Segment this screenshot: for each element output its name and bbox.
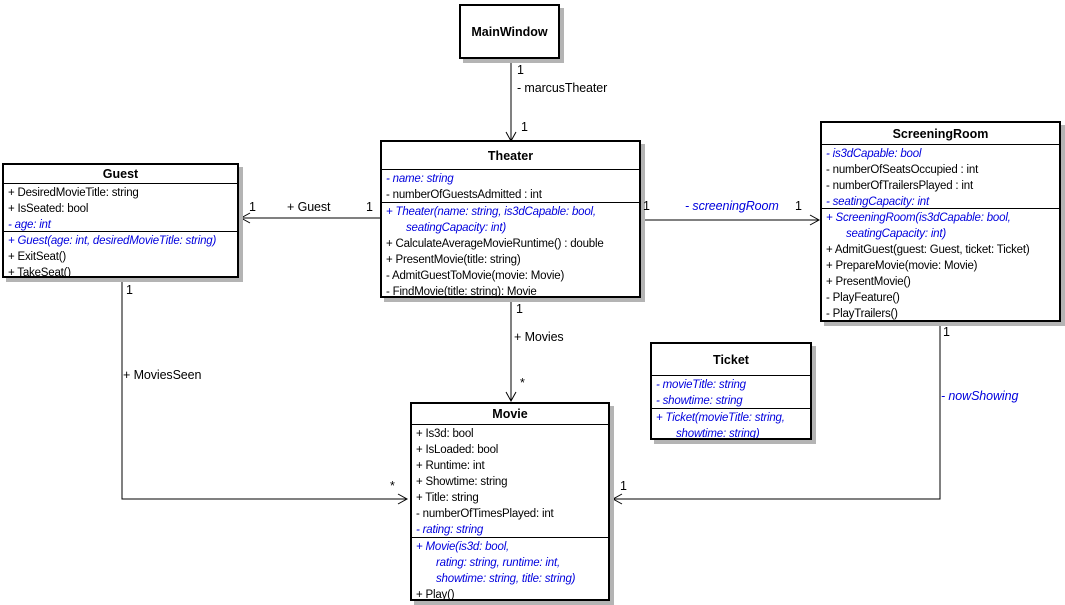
- association-role-label: + MoviesSeen: [123, 368, 202, 382]
- class-title: Movie: [492, 407, 528, 421]
- attributes-compartment: + DesiredMovieTitle: string + IsSeated: b…: [4, 183, 237, 231]
- class-member: seatingCapacity: int): [406, 222, 506, 234]
- class-title: ScreeningRoom: [892, 126, 989, 141]
- class-member: showtime: string, title: string): [436, 573, 576, 585]
- class-member: - name: string: [386, 173, 454, 185]
- multiplicity-label: 1: [943, 325, 950, 339]
- class-member: + Ticket(movieTitle: string,: [656, 412, 785, 424]
- class-member: + Runtime: int: [416, 460, 485, 472]
- class-box-guest[interactable]: Guest + DesiredMovieTitle: string + IsSea…: [2, 163, 239, 278]
- multiplicity-label: 1: [620, 479, 627, 493]
- class-member: - showtime: string: [656, 395, 743, 407]
- class-member: + CalculateAverageMovieRuntime() : doubl…: [386, 238, 604, 250]
- multiplicity-label: 1: [249, 200, 256, 214]
- association-theater-screeningroom[interactable]: [641, 214, 821, 226]
- attributes-compartment: - name: string - numberOfGuestsAdmitted :…: [382, 169, 639, 202]
- class-title: Guest: [102, 167, 139, 181]
- association-role-label: + Movies: [514, 330, 564, 344]
- class-member: - numberOfTimesPlayed: int: [416, 508, 554, 520]
- multiplicity-label: 1: [516, 302, 523, 316]
- multiplicity-label: *: [390, 479, 395, 493]
- class-box-movie[interactable]: Movie + Is3d: bool + IsLoaded: bool + Runt…: [410, 402, 610, 601]
- class-member: showtime: string): [676, 428, 760, 440]
- class-member: - is3dCapable: bool: [826, 148, 922, 160]
- association-role-label: - marcusTheater: [517, 81, 608, 95]
- class-member: - AdmitGuestToMovie(movie: Movie): [386, 270, 565, 282]
- association-role-label: + Guest: [287, 200, 331, 214]
- class-member: + Movie(is3d: bool,: [416, 541, 510, 553]
- attributes-compartment: - movieTitle: string - showtime: string: [652, 375, 810, 408]
- class-member: + TakeSeat(): [8, 267, 71, 278]
- class-member: - movieTitle: string: [656, 379, 746, 391]
- multiplicity-label: 1: [521, 120, 528, 134]
- class-member: + ScreeningRoom(is3dCapable: bool,: [826, 212, 1011, 224]
- class-member: rating: string, runtime: int,: [436, 557, 560, 569]
- association-theater-movie[interactable]: [505, 298, 517, 403]
- class-member: seatingCapacity: int): [846, 228, 946, 240]
- multiplicity-label: 1: [643, 199, 650, 213]
- class-member: - FindMovie(title: string): Movie: [386, 286, 537, 298]
- class-box-ticket[interactable]: Ticket - movieTitle: string - showtime: s…: [650, 342, 812, 440]
- class-member: - PlayFeature(): [826, 292, 900, 304]
- methods-compartment: + Guest(age: int, desiredMovieTitle: str…: [4, 231, 237, 278]
- multiplicity-label: 1: [126, 283, 133, 297]
- methods-compartment: + Ticket(movieTitle: string, showtime: st…: [652, 408, 810, 440]
- class-member: - age: int: [8, 219, 51, 231]
- association-theater-guest[interactable]: [239, 212, 380, 224]
- class-member: + AdmitGuest(guest: Guest, ticket: Ticke…: [826, 244, 1030, 256]
- class-box-mainwindow[interactable]: MainWindow: [459, 4, 560, 59]
- association-guest-movie[interactable]: [121, 278, 409, 505]
- class-title: Theater: [487, 148, 534, 163]
- class-member: + PrepareMovie(movie: Movie): [826, 260, 978, 272]
- class-member: + Showtime: string: [416, 476, 508, 488]
- class-member: - numberOfSeatsOccupied : int: [826, 164, 979, 176]
- attributes-compartment: - is3dCapable: bool - numberOfSeatsOccupi…: [822, 144, 1059, 208]
- class-member: + DesiredMovieTitle: string: [8, 187, 139, 199]
- class-member: + Title: string: [416, 492, 479, 504]
- class-member: - numberOfGuestsAdmitted : int: [386, 189, 542, 201]
- association-role-label: - nowShowing: [941, 389, 1019, 403]
- class-member: - numberOfTrailersPlayed : int: [826, 180, 973, 192]
- multiplicity-label: 1: [517, 63, 524, 77]
- methods-compartment: + Theater(name: string, is3dCapable: boo…: [382, 202, 639, 298]
- class-member: + Guest(age: int, desiredMovieTitle: str…: [8, 235, 217, 247]
- class-title: Ticket: [713, 352, 749, 367]
- multiplicity-label: 1: [366, 200, 373, 214]
- class-box-screeningroom[interactable]: ScreeningRoom - is3dCapable: bool - numbe…: [820, 121, 1061, 322]
- methods-compartment: + ScreeningRoom(is3dCapable: bool, seatin…: [822, 208, 1059, 320]
- association-mainwindow-theater[interactable]: [505, 59, 517, 143]
- class-member: + IsSeated: bool: [8, 203, 89, 215]
- class-member: + IsLoaded: bool: [416, 444, 499, 456]
- class-box-theater[interactable]: Theater - name: string - numberOfGuestsAd…: [380, 140, 641, 298]
- association-screeningroom-movie[interactable]: [611, 322, 941, 505]
- methods-compartment: + Movie(is3d: bool, rating: string, runti…: [412, 537, 608, 601]
- class-member: - PlayTrailers(): [826, 308, 898, 320]
- multiplicity-label: *: [520, 376, 525, 390]
- class-member: + PresentMovie(): [826, 276, 911, 288]
- class-member: + Play(): [416, 589, 455, 601]
- attributes-compartment: + Is3d: bool + IsLoaded: bool + Runtime: i…: [412, 424, 608, 537]
- class-member: + Theater(name: string, is3dCapable: boo…: [386, 206, 596, 218]
- class-member: - rating: string: [416, 524, 484, 536]
- class-member: + ExitSeat(): [8, 251, 66, 263]
- class-member: - seatingCapacity: int: [826, 196, 929, 208]
- class-member: + Is3d: bool: [416, 428, 474, 440]
- multiplicity-label: 1: [795, 199, 802, 213]
- class-title: MainWindow: [471, 24, 548, 39]
- class-member: + PresentMovie(title: string): [386, 254, 521, 266]
- association-role-label: - screeningRoom: [685, 199, 779, 213]
